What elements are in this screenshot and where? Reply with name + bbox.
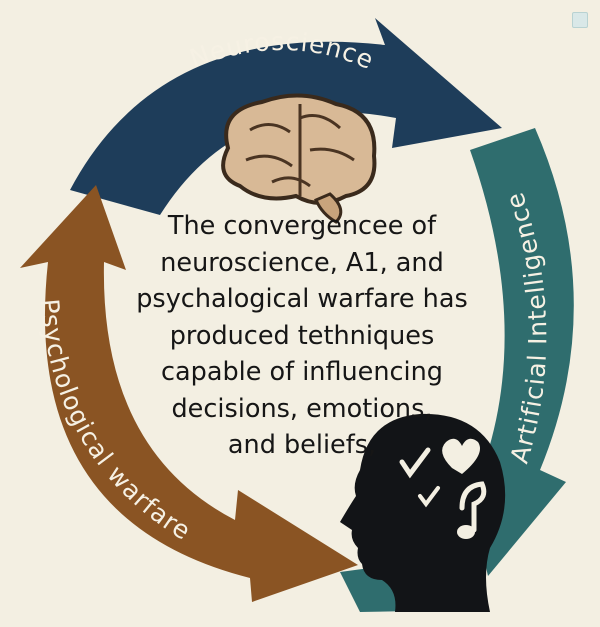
heart-icon — [442, 438, 480, 474]
check-icon — [399, 447, 431, 479]
center-line-4: produced tethniques — [169, 320, 435, 351]
center-statement: The convergencee of neuroscience, A1, an… — [92, 208, 512, 464]
center-line-7: and beliefs, — [227, 430, 377, 460]
center-line-1: The convergencee of — [167, 211, 437, 241]
brain-icon — [221, 93, 377, 224]
center-line-5: capable of influencing — [161, 357, 443, 387]
psychological-warfare-arrow — [20, 185, 358, 602]
human-head-icon — [340, 413, 506, 612]
check-icon-2 — [418, 486, 440, 508]
music-note-icon — [457, 481, 487, 539]
center-line-3: psychalogical warfare has — [136, 284, 468, 314]
center-line-6: decisions, emotions, — [171, 393, 433, 424]
corner-watermark-icon — [572, 12, 588, 28]
center-line-2: neuroscience, A1, and — [160, 247, 444, 278]
